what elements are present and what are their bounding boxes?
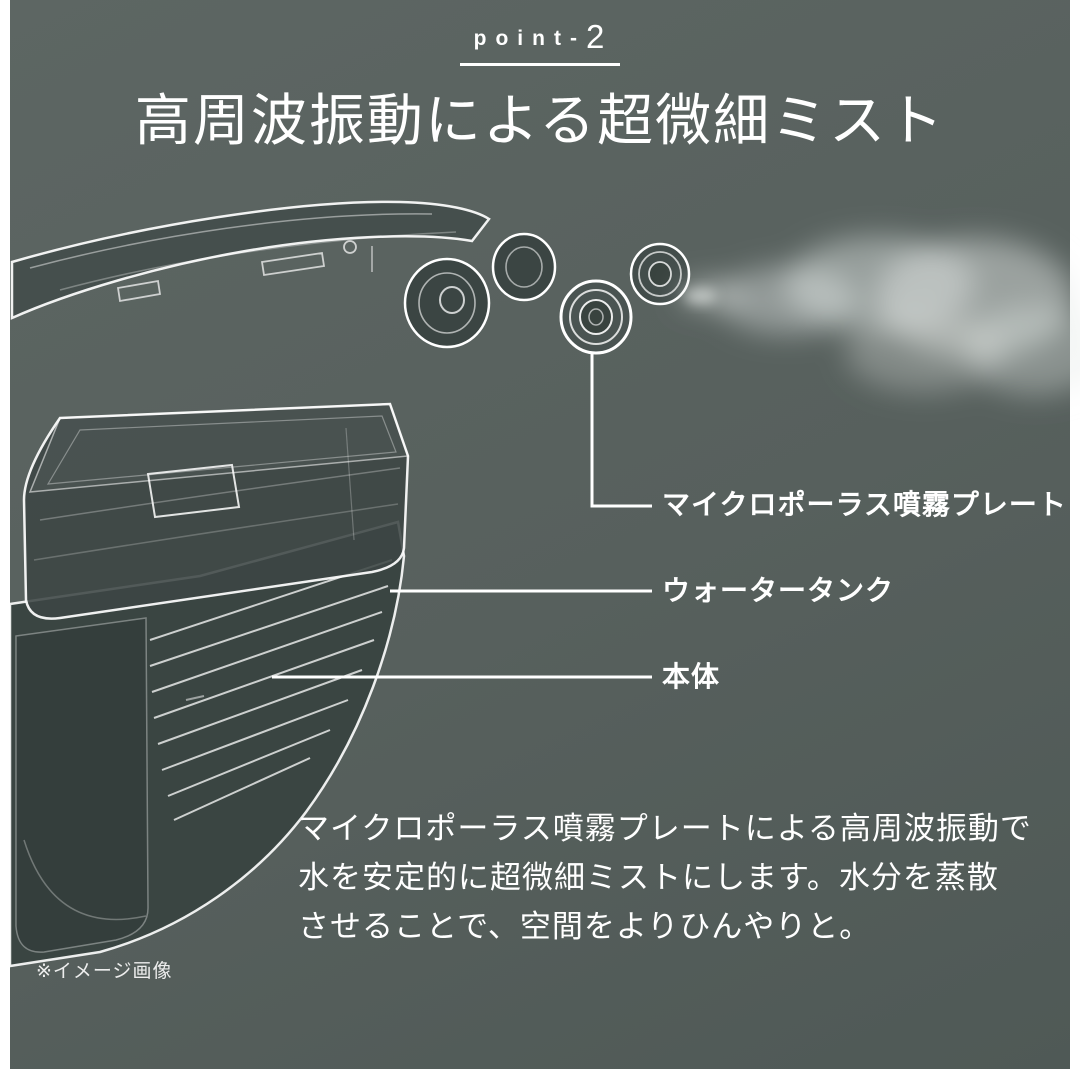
callout-label-water-tank: ウォータータンク (662, 575, 895, 606)
main-body-illustration (8, 520, 406, 968)
description-line-2: 水を安定的に超微細ミストにします。水分を蒸散 (298, 860, 999, 895)
mist-cloud (680, 236, 1080, 395)
image-disclaimer: ※イメージ画像 (36, 961, 173, 982)
water-tank-illustration (22, 402, 410, 620)
plate-callout-line (590, 352, 652, 508)
point-number: 2 (585, 18, 607, 55)
callout-label-spray-plate: マイクロポーラス噴霧プレート (662, 489, 1067, 520)
description-line-3: させることで、空間をよりひんやりと。 (298, 909, 872, 944)
mist-cloud-core (684, 288, 716, 304)
spray-plate-ring (559, 279, 633, 355)
callout-lines (272, 352, 652, 679)
description-paragraph: マイクロポーラス噴霧プレートによる高周波振動で 水を安定的に超微細ミストにします… (298, 804, 1032, 951)
mist-plate-discs (403, 232, 691, 355)
description-line-1: マイクロポーラス噴霧プレートによる高周波振動で (298, 811, 1032, 846)
point-badge: point-2 (459, 18, 621, 66)
device-lid-illustration (10, 200, 491, 320)
point-header: point-2 (0, 18, 1080, 66)
callout-label-main-body: 本体 (662, 661, 721, 692)
page-title: 高周波振動による超微細ミスト (134, 89, 946, 154)
point-word: point- (473, 27, 586, 50)
